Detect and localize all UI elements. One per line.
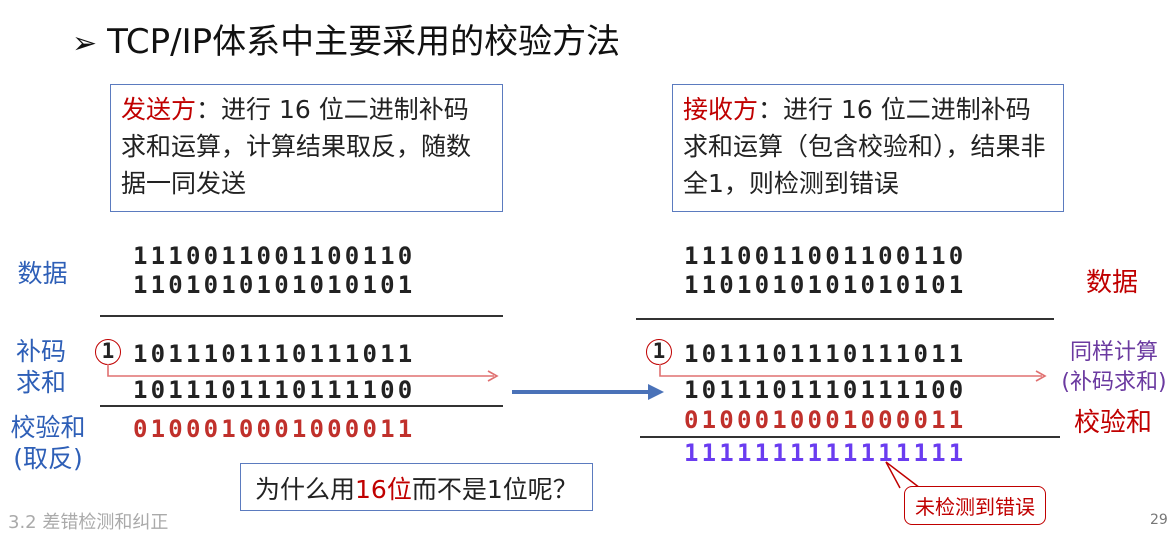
left-sum-label: 补码求和 — [15, 337, 66, 397]
title-text: TCP/IP体系中主要采用的校验方法 — [107, 22, 621, 62]
slide-title: ➢ TCP/IP体系中主要采用的校验方法 — [72, 14, 620, 63]
same-calc-label: 同样计算(补码求和) — [1061, 340, 1167, 395]
right-checksum-label: 校验和 — [1074, 408, 1153, 438]
question-box: 为什么用16位而不是1位呢？ — [240, 463, 593, 511]
right-result: 1111111111111111 — [684, 439, 967, 467]
left-data-row-2: 1101010101010101 — [133, 271, 416, 299]
receiver-text: ：进行 16 位二进制补码求和运算（包含校验和），结果非全1，则检测到错误 — [683, 95, 1046, 198]
result-note: 未检测到错误 — [904, 486, 1046, 525]
right-divider-1 — [636, 318, 1054, 320]
right-sum-raw: 1011101110111011 — [684, 340, 967, 368]
left-sum-wrapped: 1011101110111100 — [133, 376, 416, 404]
left-data-row-1: 1110011001100110 — [133, 242, 416, 270]
transfer-arrow-icon — [512, 384, 664, 400]
right-data-row-1: 1110011001100110 — [684, 242, 967, 270]
receiver-label: 接收方 — [683, 95, 759, 124]
right-checksum: 0100010001000011 — [684, 406, 967, 434]
bullet-arrow-icon: ➢ — [72, 26, 98, 61]
right-divider-2 — [640, 436, 1060, 438]
left-checksum-label: 校验和(取反) — [10, 413, 86, 473]
left-divider-2 — [100, 405, 503, 407]
sender-description-box: 发送方：进行 16 位二进制补码求和运算，计算结果取反，随数据一同发送 — [110, 84, 503, 212]
sender-text: ：进行 16 位二进制补码求和运算，计算结果取反，随数据一同发送 — [121, 95, 472, 198]
left-divider-1 — [100, 315, 503, 317]
left-sum-raw: 1011101110111011 — [133, 340, 416, 368]
sender-label: 发送方 — [121, 95, 197, 124]
right-data-label: 数据 — [1086, 268, 1139, 298]
left-checksum: 0100010001000011 — [133, 415, 416, 443]
page-number: 29 — [1150, 512, 1168, 528]
right-data-row-2: 1101010101010101 — [684, 271, 967, 299]
result-callout-pointer — [885, 461, 921, 489]
footer-section: 3.2 差错检测和纠正 — [8, 512, 169, 533]
left-data-label: 数据 — [17, 259, 68, 288]
right-sum-wrapped: 1011101110111100 — [684, 376, 967, 404]
right-carry-arrow — [659, 364, 1047, 382]
right-carry-bit: 1 — [646, 339, 672, 365]
left-carry-arrow — [107, 364, 499, 382]
receiver-description-box: 接收方：进行 16 位二进制补码求和运算（包含校验和），结果非全1，则检测到错误 — [672, 84, 1064, 212]
